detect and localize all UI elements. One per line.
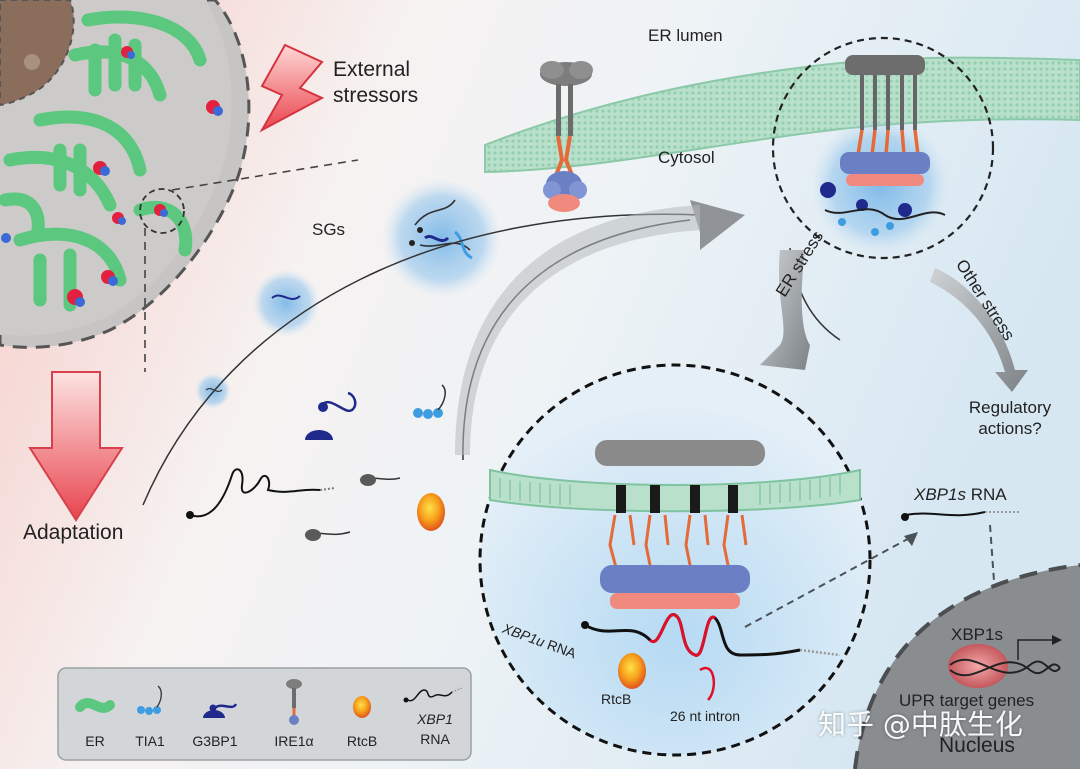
legend-box [57, 667, 472, 761]
watermark: 知乎 @中肽生化 [818, 708, 1023, 741]
intron-label: 26 nt intron [670, 708, 741, 724]
legend-label-g3bp1: G3BP1 [192, 733, 238, 749]
ire1-single [540, 61, 593, 212]
legend-tia1-icon [137, 685, 162, 715]
legend-label-er: ER [85, 733, 105, 749]
er-lumen-label: ER lumen [648, 26, 723, 45]
lightning-bolt-icon [259, 43, 325, 133]
legend-label-ire1a: IRE1α [274, 733, 314, 749]
legend-g3bp1-icon [203, 703, 238, 718]
er-membrane-top [484, 56, 1080, 174]
adaptation-arrow [28, 371, 124, 522]
legend-xbp1-rna-icon [403, 687, 463, 703]
legend-ire1a-icon [286, 679, 302, 725]
legend-rtcb-icon [353, 696, 371, 718]
xbp1s-protein-label: XBP1s [951, 625, 1003, 644]
upr-target-genes-label: UPR target genes [899, 691, 1035, 710]
legend-label-rtcb: RtcB [346, 733, 378, 749]
cell-graphic [0, 0, 359, 372]
legend-label-tia1: TIA1 [135, 733, 165, 749]
ire1-cleavage-zoom [478, 363, 872, 757]
sg-to-er-arrow [142, 200, 745, 506]
nucleus-graphic [853, 563, 1080, 769]
sgs-label: SGs [312, 220, 346, 239]
stress-pathway-arrows [760, 247, 1028, 392]
adaptation-label: Adaptation [23, 521, 124, 544]
legend-er-icon [75, 698, 115, 713]
xbp1s-rna-label: XBP1s RNA [914, 485, 1007, 504]
nucleus-label: Nucleus [939, 734, 1015, 757]
cytosol-label: Cytosol [658, 148, 715, 167]
rtcb-label: RtcB [601, 691, 632, 707]
free-molecules [186, 384, 446, 541]
granule-dots [1, 46, 223, 307]
external-stressors-label: External stressors [333, 58, 419, 107]
regulatory-actions-label: Regulatory actions? [968, 398, 1052, 438]
ire1-cluster-zoom [771, 36, 995, 260]
legend-label-xbp1-rna: XBP1 RNA [417, 711, 453, 747]
